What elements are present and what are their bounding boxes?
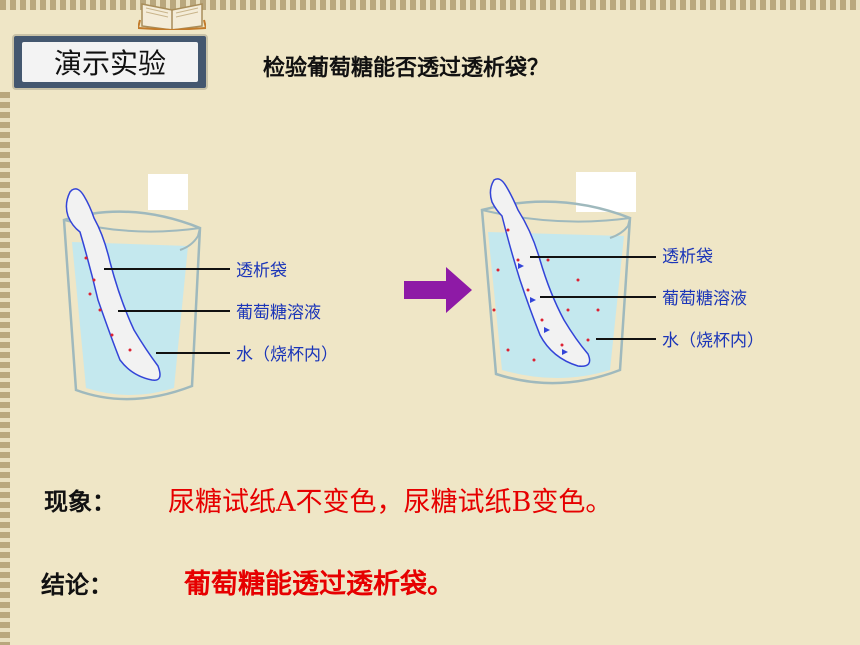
pointer-line [596, 338, 656, 340]
pointer-line [156, 352, 230, 354]
phenomenon-text: 尿糖试纸A不变色，尿糖试纸B变色。 [168, 487, 613, 518]
conclusion-label: 结论： [41, 571, 113, 599]
label-water-in-beaker: 水（烧杯内） [236, 345, 338, 365]
book-icon [138, 3, 206, 30]
label-glucose-solution: 葡萄糖溶液 [236, 303, 321, 323]
test-strip-a [148, 174, 188, 210]
label-water-in-beaker: 水（烧杯内） [662, 331, 764, 351]
slide-title: 演示实验 [22, 42, 198, 82]
phenomenon-label: 现象： [44, 488, 116, 516]
pointer-line [104, 268, 230, 270]
pointer-line [530, 256, 656, 258]
conclusion-text: 葡萄糖能透过透析袋。 [184, 569, 454, 600]
label-glucose-solution: 葡萄糖溶液 [662, 289, 747, 309]
title-box: 演示实验 [12, 34, 208, 90]
right-arrow-icon [404, 267, 472, 313]
beaker-before-diagram [62, 174, 202, 401]
decorative-top-border [0, 0, 860, 10]
pointer-line [118, 310, 230, 312]
decorative-left-border [0, 92, 10, 645]
beaker-after-diagram [480, 172, 636, 385]
label-dialysis-bag: 透析袋 [236, 261, 287, 281]
label-dialysis-bag: 透析袋 [662, 247, 713, 267]
question-heading: 检验葡萄糖能否透过透析袋？ [263, 56, 550, 81]
pointer-line [540, 296, 656, 298]
